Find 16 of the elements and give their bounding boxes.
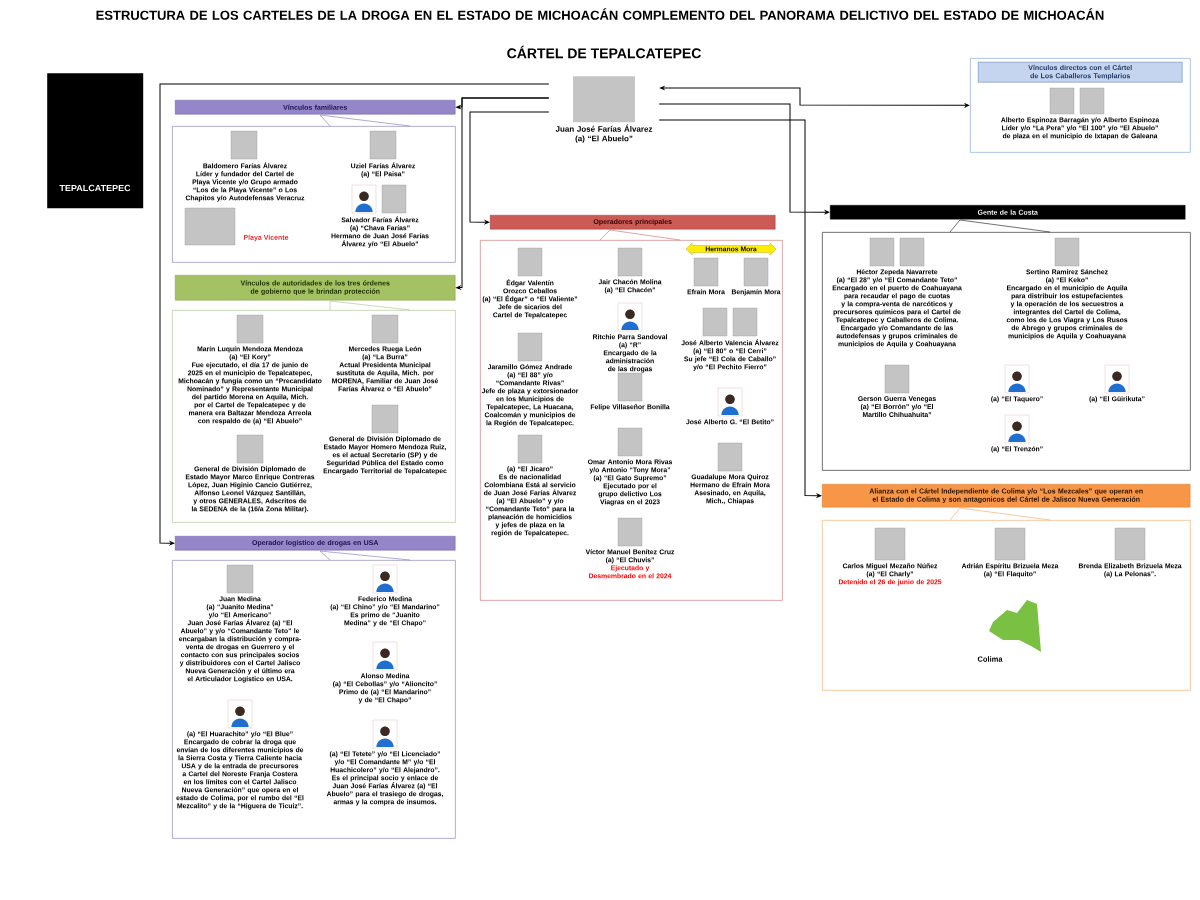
arrow: [159, 83, 550, 545]
arrow: [658, 119, 822, 498]
title: ESTRUCTURA DE LOS CARTELES DE LA DROGA EN EL ESTADO DE MICHOACÁN COMPLEMENTO DEL PANORAMA DELICTIVO DEL ESTADO DE MICHOACÁN: [96, 8, 1104, 20]
heading: CÁRTEL DE TEPALCATEPEC: [507, 45, 701, 59]
person-caption: Juan José Farías Álvarez (a) “El Abuelo”: [555, 76, 653, 143]
speech-bubble-panel: [822, 507, 1191, 691]
speech-bubble-panel: [172, 114, 456, 263]
arrow: [469, 111, 550, 224]
speech-bubble-panel: [480, 229, 783, 601]
arrow: [456, 97, 550, 290]
arrow: [658, 103, 830, 215]
speech-bubble-panel: [822, 219, 1191, 471]
arrow: [660, 86, 970, 108]
badge: TEPALCATEPEC: [47, 73, 144, 209]
speech-bubble-panel: [172, 300, 456, 523]
speech-bubble-panel: [172, 550, 456, 839]
